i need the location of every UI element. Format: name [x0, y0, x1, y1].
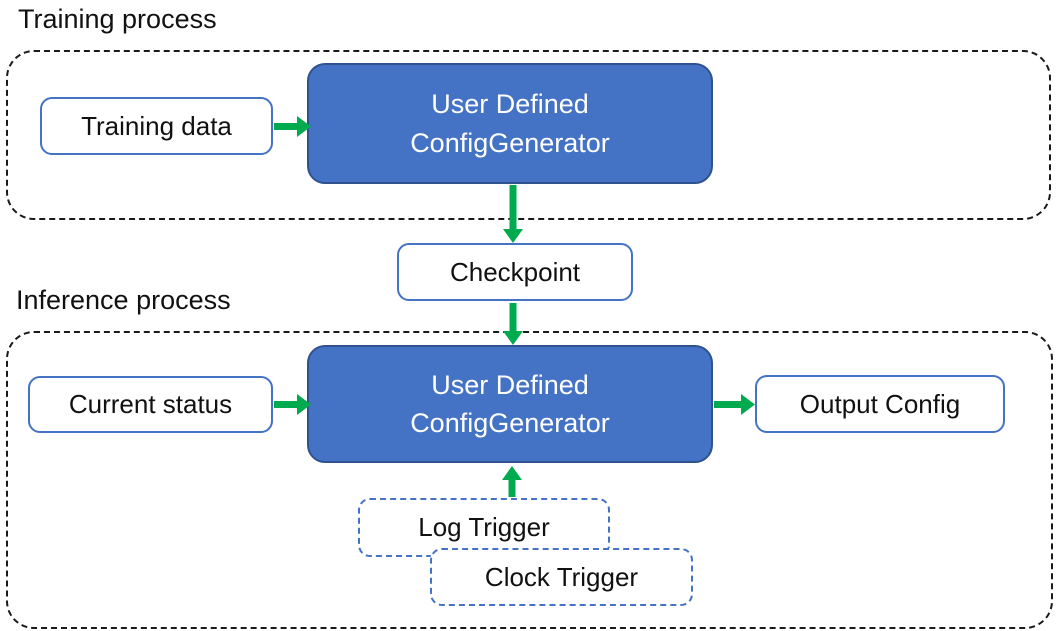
training-data-node: Training data: [40, 97, 273, 155]
config-generator-training-line1: User Defined: [431, 89, 589, 120]
training-process-container: [6, 50, 1051, 220]
log-trigger-node: Log Trigger: [358, 498, 610, 557]
checkpoint-node: Checkpoint: [397, 243, 633, 301]
config-generator-training-line2: ConfigGenerator: [410, 127, 610, 158]
inference-process-label: Inference process: [16, 285, 231, 315]
config-generator-inference-line2: ConfigGenerator: [410, 408, 610, 438]
training-process-label: Training process: [18, 4, 217, 34]
output-config-node: Output Config: [755, 375, 1005, 433]
current-status-node: Current status: [28, 376, 273, 433]
config-generator-inference-node: User Defined ConfigGenerator: [307, 345, 713, 463]
config-generator-training-node: User Defined ConfigGenerator: [307, 63, 713, 184]
clock-trigger-node: Clock Trigger: [430, 548, 693, 606]
config-generator-inference-line1: User Defined: [431, 369, 589, 400]
inference-process-container: [6, 331, 1053, 629]
